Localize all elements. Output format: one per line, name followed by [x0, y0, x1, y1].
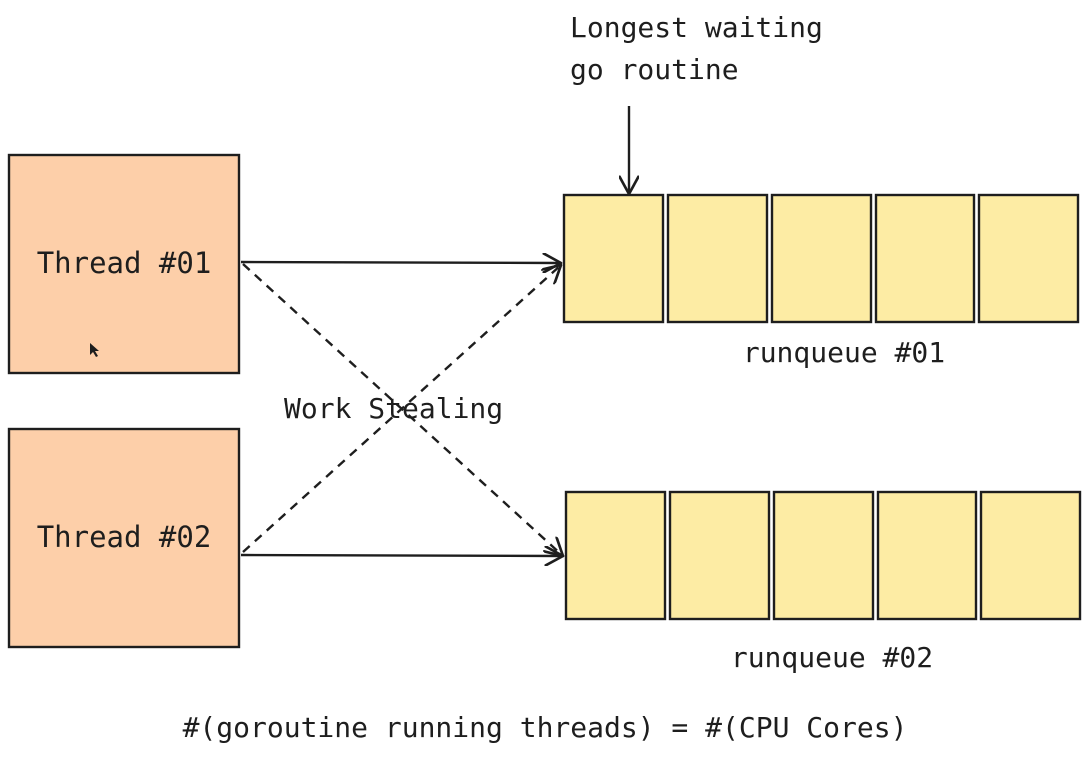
runqueue-01-slot	[770, 193, 873, 324]
thread-02-label: Thread #02	[37, 520, 212, 554]
runqueue-01-slot	[562, 193, 665, 324]
thread-02-steal-arrow	[242, 265, 561, 553]
annotation-line-2: go routine	[570, 53, 739, 86]
thread-01-label: Thread #01	[37, 246, 212, 280]
runqueue-01	[562, 193, 1080, 324]
runqueue-02-slot	[979, 490, 1082, 621]
runqueue-01-slot	[977, 193, 1080, 324]
thread-01-rect	[7, 153, 241, 375]
mouse-cursor-icon	[90, 343, 99, 357]
runqueue-01-label: runqueue #01	[743, 336, 945, 369]
work-stealing-label: Work Stealing	[284, 392, 503, 425]
runqueue-01-slot	[666, 193, 769, 324]
thread-02-box: Thread #02	[7, 427, 241, 649]
thread-01-to-runqueue-01-arrow	[240, 262, 561, 263]
thread-01-box: Thread #01	[7, 153, 241, 375]
runqueue-02-slot	[772, 490, 875, 621]
runqueue-01-slot	[874, 193, 976, 324]
annotation-line-1: Longest waiting	[570, 11, 823, 44]
formula-text: #(goroutine running threads) = #(CPU Cor…	[183, 711, 908, 744]
runqueue-02-slot	[668, 490, 771, 621]
runqueue-02-slot	[564, 490, 667, 621]
runqueue-02	[564, 490, 1082, 621]
thread-02-to-runqueue-02-arrow	[240, 555, 563, 556]
runqueue-02-slot	[876, 490, 978, 621]
thread-01-steal-arrow	[242, 263, 563, 556]
runqueue-02-label: runqueue #02	[731, 641, 933, 674]
thread-02-rect	[7, 427, 241, 649]
